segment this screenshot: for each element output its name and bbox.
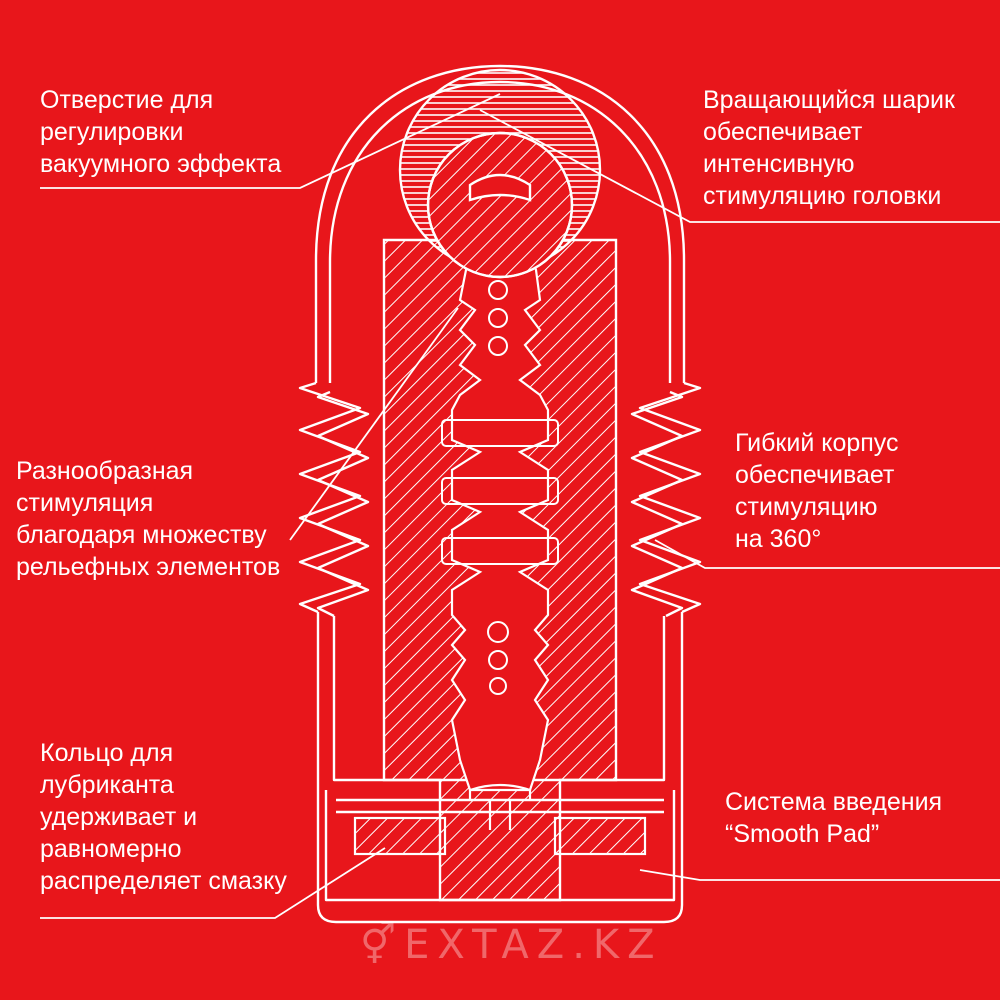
leader-body — [654, 539, 1000, 569]
callout-line: интенсивную — [703, 150, 855, 178]
callout-line: распределяет смазку — [40, 867, 287, 895]
callout-line: рельефных элементов — [16, 553, 281, 581]
callout-line: благодаря множеству — [16, 521, 267, 549]
callout-line: лубриканта — [40, 771, 174, 799]
callout-line: Система введения — [725, 788, 943, 816]
rotating-ball — [398, 68, 602, 279]
callout-line: Кольцо для — [40, 739, 174, 767]
callout-texture: Разнообразная стимуляция благодаря множе… — [16, 455, 280, 583]
callout-line: Гибкий корпус — [735, 429, 899, 457]
outer-shell — [314, 64, 686, 383]
lower-shell — [316, 612, 684, 924]
callout-line: Отверстие для — [40, 86, 214, 114]
watermark-text: EXTAZ.KZ — [404, 922, 663, 968]
callout-smooth-pad: Система введения “Smooth Pad” — [725, 786, 942, 850]
gender-symbol-icon: ⚥ — [360, 922, 405, 968]
callout-line: равномерно — [40, 835, 182, 863]
leader-lube — [40, 847, 386, 919]
callout-line: стимуляция — [16, 489, 154, 517]
callout-lube-ring: Кольцо для лубриканта удерживает и равно… — [40, 737, 287, 897]
callout-rotating-ball: Вращающийся шарик обеспечивает интенсивн… — [703, 84, 955, 212]
bellows-left-inner — [316, 390, 370, 618]
callout-line: вакуумного эффекта — [40, 150, 282, 178]
smooth-pad-blocks — [353, 783, 647, 856]
callout-line: Вращающийся шарик — [703, 86, 955, 114]
callout-line: удерживает и — [40, 803, 198, 831]
callout-flexible-body: Гибкий корпус обеспечивает стимуляцию на… — [735, 427, 899, 555]
leader-ball — [479, 109, 1000, 223]
canal-nubs — [441, 280, 559, 695]
bellows-left — [298, 381, 362, 614]
callout-line: обеспечивает — [735, 461, 895, 489]
callout-line: обеспечивает — [703, 118, 863, 146]
leader-texture — [289, 307, 459, 541]
callout-line: на 360° — [735, 525, 822, 553]
callout-line: стимуляцию головки — [703, 182, 942, 210]
watermark: ⚥EXTAZ.KZ — [360, 922, 663, 968]
leader-pad — [639, 869, 1000, 881]
callout-line: стимуляцию — [735, 493, 878, 521]
leader-valve — [40, 93, 501, 189]
callout-line: “Smooth Pad” — [725, 820, 880, 848]
bellows-right-inner — [630, 390, 684, 618]
callout-vacuum-valve: Отверстие для регулировки вакуумного эфф… — [40, 84, 281, 180]
callout-line: регулировки — [40, 118, 184, 146]
callout-line: Разнообразная — [16, 457, 194, 485]
bellows-right — [638, 381, 702, 614]
